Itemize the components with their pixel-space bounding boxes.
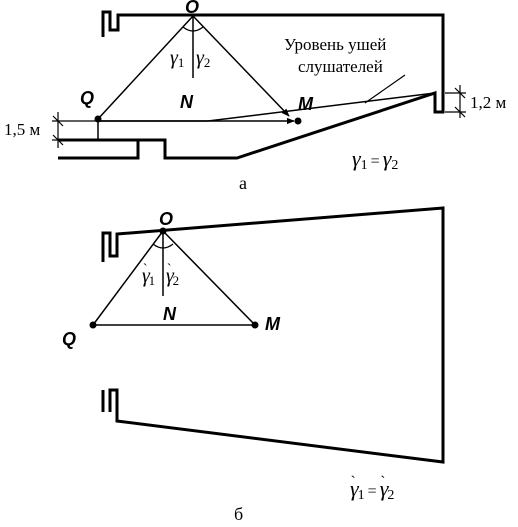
ray-q-o-b — [92, 230, 164, 326]
point-q-b-dot — [89, 321, 97, 329]
diagram-a: O Q N M γ1 γ2 Уровень ушей слушателей 1,… — [4, 0, 507, 193]
gamma2-a: γ2 — [196, 47, 210, 70]
height-right-label: 1,2 м — [470, 93, 507, 112]
angle-arc-b — [152, 243, 174, 249]
equation-b: γ`1=γ`2 — [350, 474, 394, 503]
height-left-label: 1,5 м — [4, 120, 41, 139]
hall-b-outline-top — [101, 206, 445, 464]
dim-left-a — [52, 112, 96, 148]
label-o-b: O — [159, 209, 173, 229]
ear-level-label-line2: слушателей — [298, 57, 383, 76]
gamma1-a: γ1 — [170, 47, 184, 70]
point-m-b-dot — [251, 321, 259, 329]
caption-b: б — [234, 504, 243, 524]
hall-a-outline — [58, 10, 445, 160]
point-m-a-dot — [294, 117, 302, 125]
point-o-b-dot — [159, 227, 167, 235]
diagram-b: O Q N M γ`1 γ`2 γ`1=γ`2 б — [62, 206, 445, 524]
angle-arc-a — [182, 26, 204, 32]
label-m-b: M — [265, 314, 281, 334]
equation-a: γ1=γ2 — [352, 146, 398, 173]
label-n-b: N — [163, 304, 177, 324]
ear-level-leader — [364, 74, 406, 104]
caption-a: а — [239, 173, 247, 193]
label-n-a: N — [180, 92, 194, 112]
gamma1-b: γ`1 — [142, 262, 155, 288]
ear-level-label-line1: Уровень ушей — [284, 35, 386, 54]
label-q-a: Q — [80, 88, 94, 108]
label-m-a: M — [298, 94, 314, 114]
ray-o-m-b — [162, 230, 256, 326]
label-o-a: O — [185, 0, 199, 17]
ear-level-slope — [207, 92, 436, 122]
dim-right-a — [445, 85, 466, 118]
label-q-b: Q — [62, 329, 76, 349]
gamma2-b: γ`2 — [166, 262, 179, 288]
ray-o-m-a — [192, 15, 290, 117]
ray-q-o-a — [97, 15, 194, 120]
